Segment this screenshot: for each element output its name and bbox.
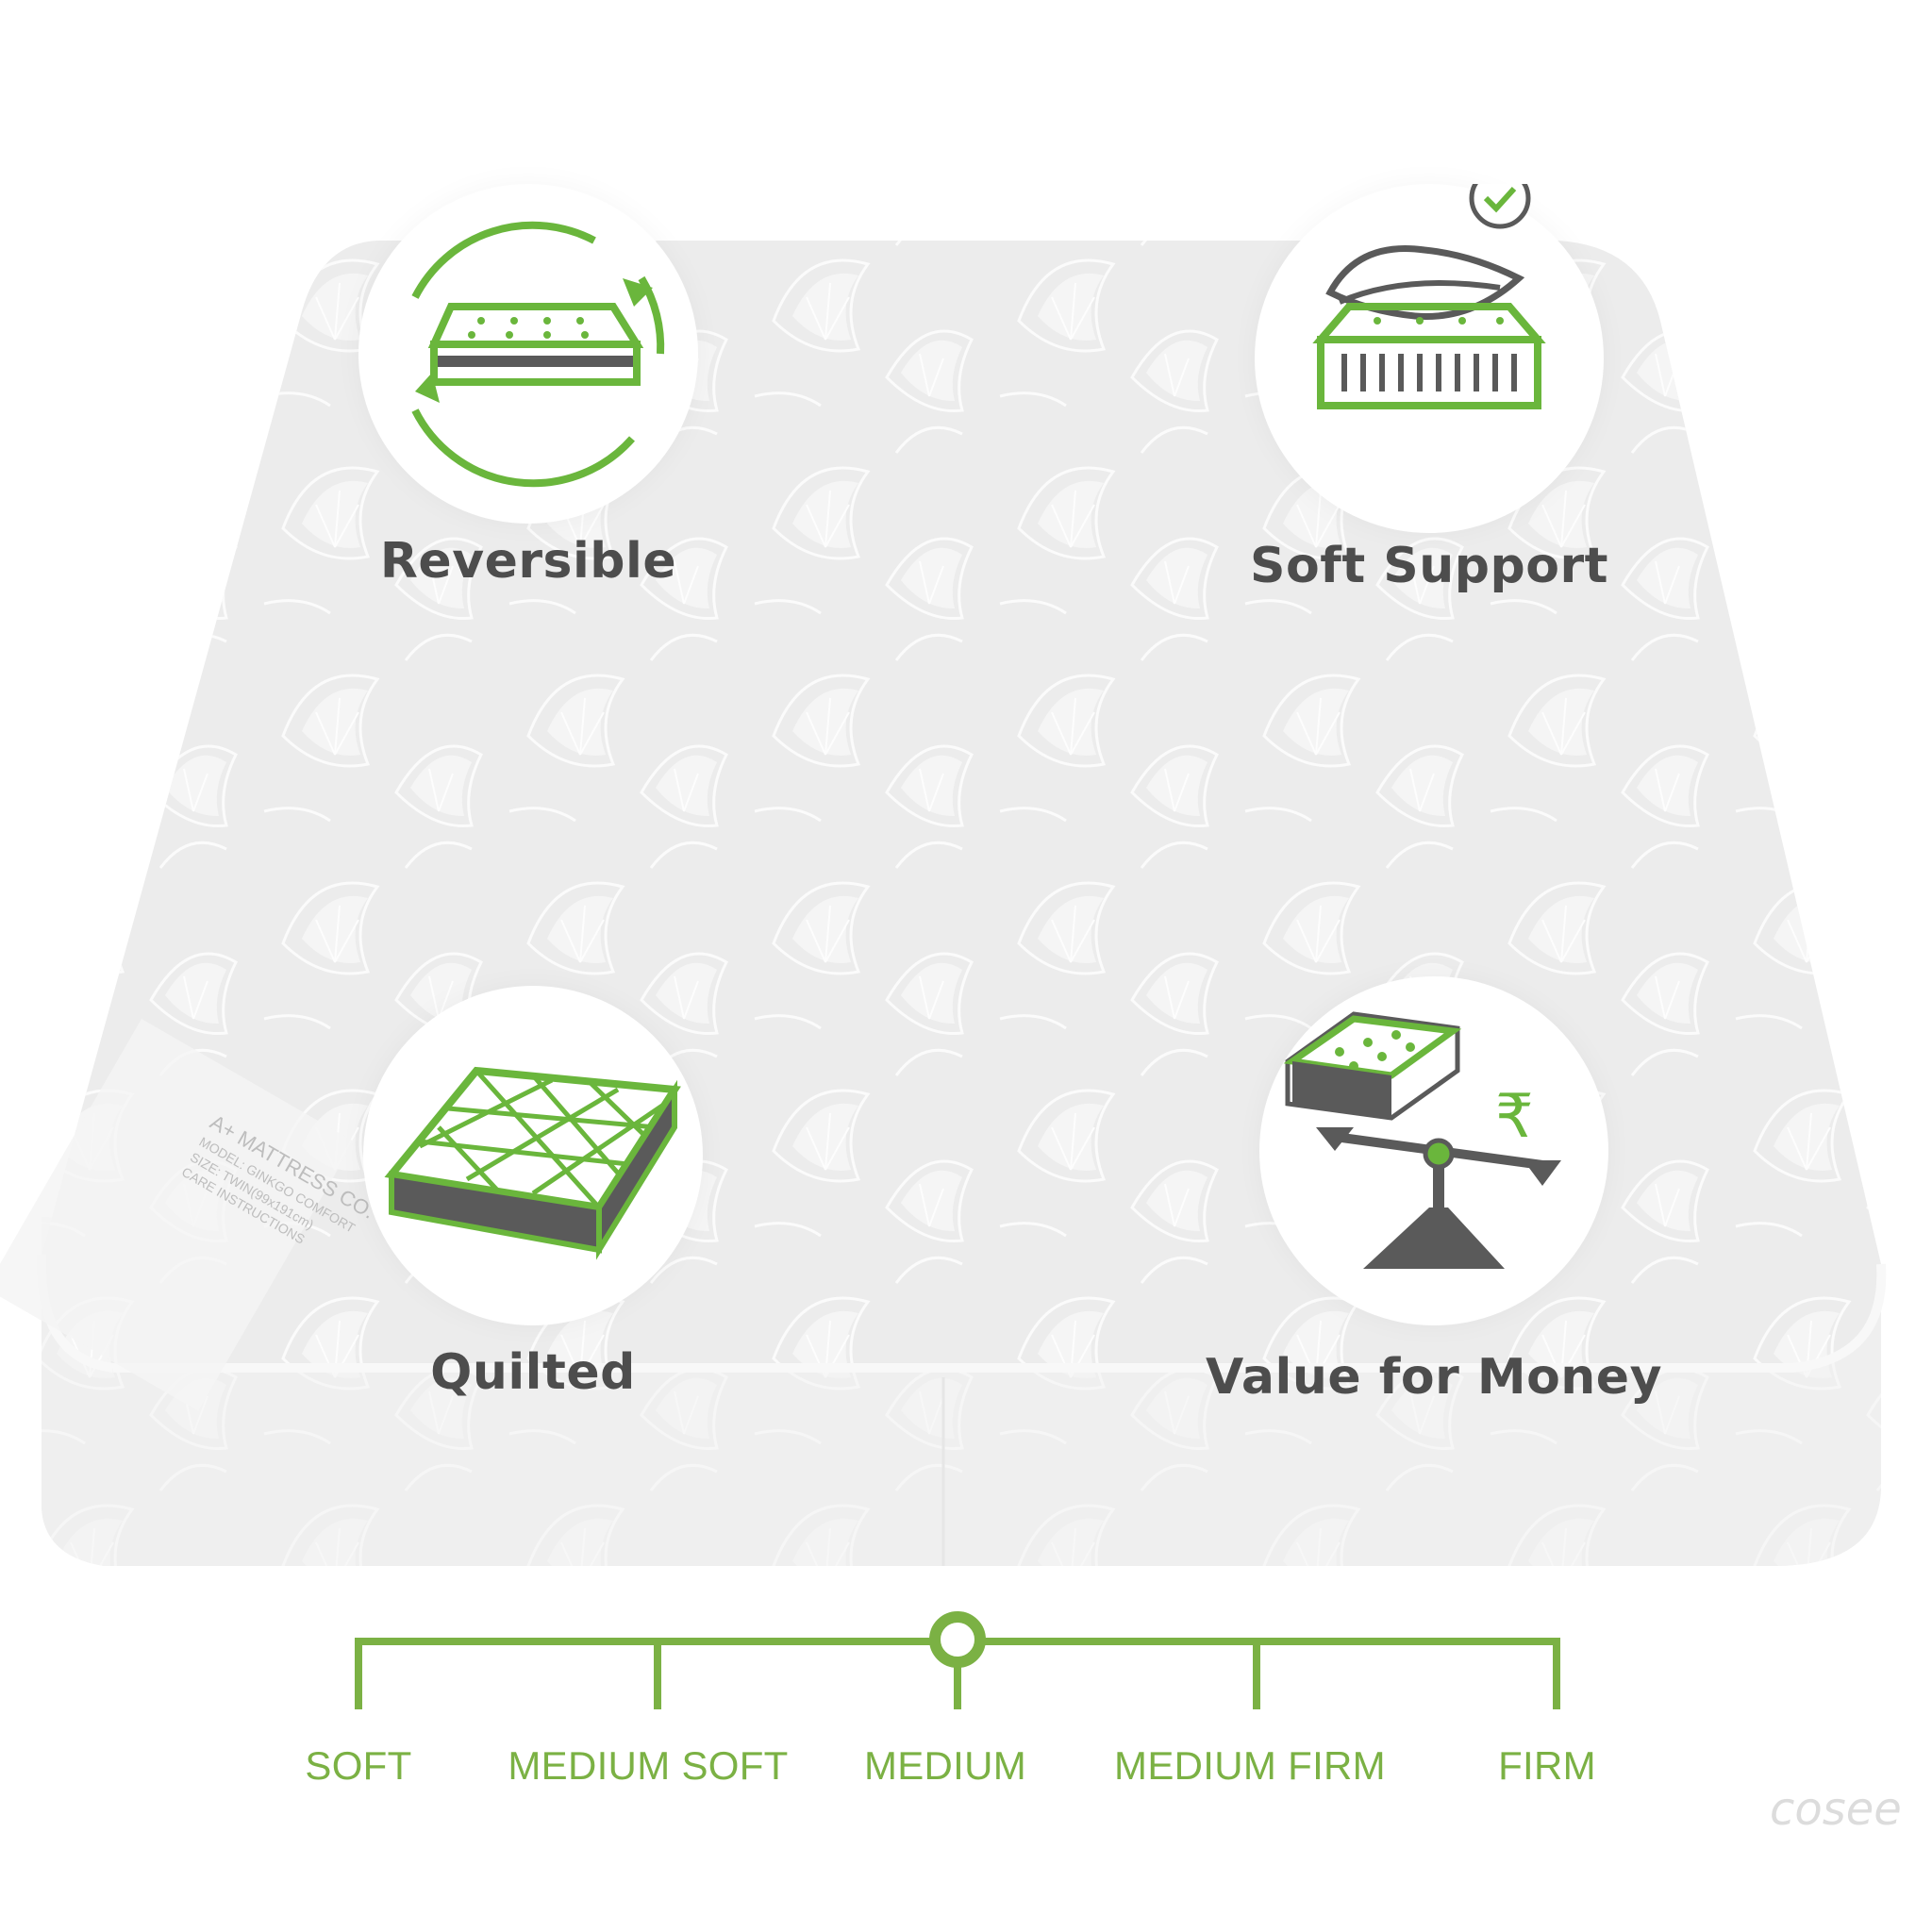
mattress-tag <box>0 1019 355 1411</box>
feature-label: Quilted <box>430 1344 636 1401</box>
brand-watermark: cosee <box>1770 1783 1902 1836</box>
scale-label-medium: MEDIUM <box>863 1743 1027 1788</box>
feature-value-for-money: ₹ Value for Money <box>1206 976 1661 1410</box>
feature-quilted: Quilted <box>363 986 703 1401</box>
scale-label-medium-soft: MEDIUM SOFT <box>508 1743 789 1788</box>
quilted-mattress-icon <box>384 1066 681 1260</box>
balance-scale-rupee-icon: ₹ <box>1283 1011 1561 1269</box>
feature-label: Soft Support <box>1250 538 1608 594</box>
svg-text:₹: ₹ <box>1495 1082 1534 1152</box>
reversible-mattress-icon <box>411 221 665 488</box>
scale-label-medium-firm: MEDIUM FIRM <box>1114 1743 1386 1788</box>
feature-mattress-check-icon <box>1312 184 1546 409</box>
feature-soft-support: Soft Support <box>1250 165 1607 599</box>
feature-label: Reversible <box>379 533 677 590</box>
scale-label-soft: SOFT <box>305 1743 412 1788</box>
feature-reversible: Reversible <box>358 184 698 590</box>
scale-label-firm: FIRM <box>1498 1743 1596 1788</box>
feature-label: Value for Money <box>1206 1349 1662 1406</box>
